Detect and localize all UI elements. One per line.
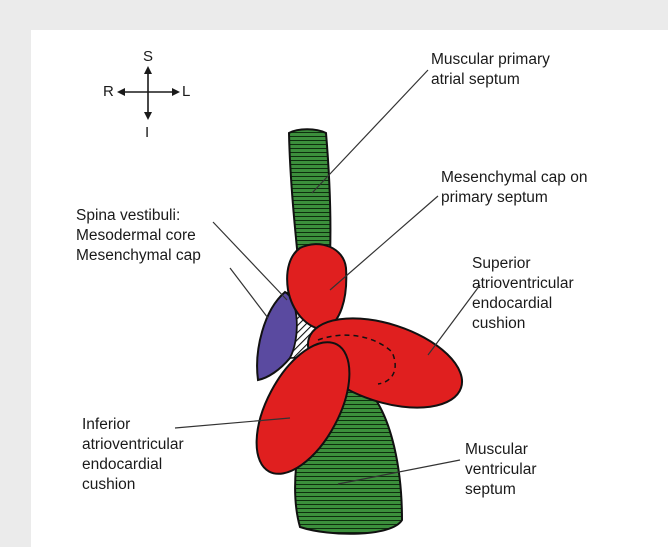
label-superior-av-cushion: Superior atrioventricular endocardial cu… <box>472 254 574 334</box>
label-spina-vestibuli: Spina vestibuli: Mesodermal core Mesench… <box>76 206 201 266</box>
label-inferior-av-cushion: Inferior atrioventricular endocardial cu… <box>82 415 184 495</box>
orientation-right: R <box>103 83 114 100</box>
label-muscular-ventricular-septum: Muscular ventricular septum <box>465 440 537 500</box>
label-muscular-primary-atrial-septum: Muscular primary atrial septum <box>431 50 550 90</box>
orientation-superior: S <box>143 48 153 65</box>
orientation-compass <box>117 66 180 120</box>
orientation-inferior: I <box>145 124 149 141</box>
label-mesenchymal-cap-primary-septum: Mesenchymal cap on primary septum <box>441 168 587 208</box>
orientation-left: L <box>182 83 190 100</box>
